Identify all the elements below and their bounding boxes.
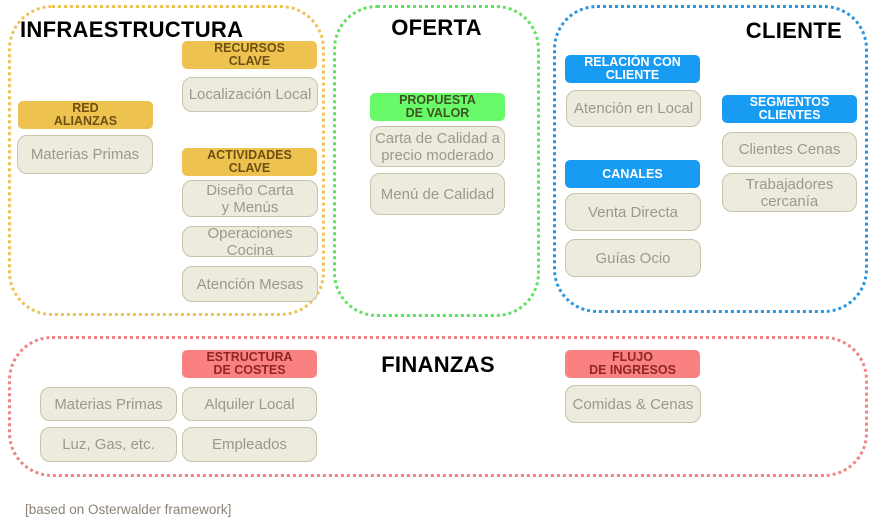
card-operaciones-cocina: Operaciones Cocina — [182, 225, 318, 259]
card-materias-primas: Materias Primas — [17, 135, 153, 174]
card-atencion-en-local: Atención en Local — [566, 90, 701, 127]
zone-title-oferta: OFERTA — [391, 15, 482, 40]
header-canales: CANALES — [565, 160, 700, 188]
card-empleados: Empleados — [182, 427, 317, 462]
zone-title-infraestructura: INFRAESTRUCTURA — [20, 17, 244, 42]
card-carta-calidad: Carta de Calidad a precio moderado — [370, 126, 505, 167]
header-red-alianzas: RED ALIANZAS — [18, 101, 153, 129]
card-guias-ocio: Guías Ocio — [565, 239, 701, 277]
card-trabajadores-cercania: Trabajadores cercanía — [722, 173, 857, 212]
header-recursos-clave: RECURSOS CLAVE — [182, 41, 317, 69]
header-estructura-de-costes: ESTRUCTURA DE COSTES — [182, 350, 317, 378]
card-comidas-cenas: Comidas & Cenas — [565, 385, 701, 423]
header-flujo-de-ingresos: FLUJO DE INGRESOS — [565, 350, 700, 378]
card-luz-gas: Luz, Gas, etc. — [40, 427, 177, 462]
zone-finanzas — [8, 336, 868, 477]
zone-oferta — [333, 5, 540, 317]
header-actividades-clave: ACTIVIDADES CLAVE — [182, 148, 317, 176]
card-clientes-cenas: Clientes Cenas — [722, 132, 857, 167]
zone-infraestructura — [8, 5, 325, 316]
header-propuesta-de-valor: PROPUESTA DE VALOR — [370, 93, 505, 121]
card-atencion-mesas: Atención Mesas — [182, 266, 318, 302]
card-localizacion-local: Localización Local — [182, 77, 318, 112]
zone-title-cliente: CLIENTE — [745, 18, 842, 43]
footer-credit: [based on Osterwalder framework] — [25, 502, 232, 517]
card-materias-primas-costes: Materias Primas — [40, 387, 177, 421]
zone-cliente — [553, 5, 868, 313]
header-segmentos-clientes: SEGMENTOS CLIENTES — [722, 95, 857, 123]
card-alquiler-local: Alquiler Local — [182, 387, 317, 421]
header-relacion-con-cliente: RELACIÓN CON CLIENTE — [565, 55, 700, 83]
card-venta-directa: Venta Directa — [565, 193, 701, 231]
zone-title-finanzas: FINANZAS — [381, 352, 495, 377]
card-menu-calidad: Menú de Calidad — [370, 173, 505, 215]
card-diseno-carta-menus: Diseño Carta y Menús — [182, 180, 318, 217]
